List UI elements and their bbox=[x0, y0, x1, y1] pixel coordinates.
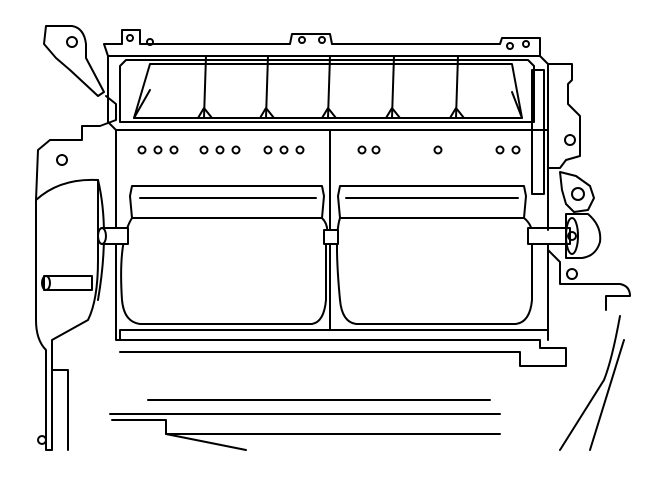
body-outline bbox=[115, 129, 549, 341]
slat-wedge-2 bbox=[259, 107, 275, 119]
left-side-housing bbox=[35, 95, 117, 451]
tab-hole-4 bbox=[318, 36, 326, 44]
rivet-row bbox=[137, 145, 521, 155]
rivet bbox=[279, 145, 289, 155]
rivet bbox=[371, 145, 381, 155]
tab-hole-5 bbox=[506, 42, 514, 50]
rivet bbox=[433, 145, 443, 155]
rivet bbox=[153, 145, 163, 155]
lower-rib-3 bbox=[165, 433, 247, 451]
grille-lower-lip-right bbox=[511, 91, 523, 119]
right-pivot-actuator bbox=[547, 167, 602, 259]
slat-wedge-4 bbox=[385, 107, 401, 119]
right-bracket-hole bbox=[564, 134, 576, 146]
slat-wedge-3 bbox=[321, 107, 337, 119]
rivet bbox=[295, 145, 305, 155]
right-bracket-outline bbox=[547, 63, 581, 169]
tab-hole-3 bbox=[298, 36, 306, 44]
rivet bbox=[199, 145, 209, 155]
right-pivot-shaft bbox=[527, 227, 571, 245]
rivet bbox=[137, 145, 147, 155]
left-top-mount-hole bbox=[66, 36, 78, 48]
left-upper-step bbox=[35, 95, 117, 201]
grille-top-outline bbox=[103, 29, 541, 57]
grille-lower-lip bbox=[133, 89, 151, 119]
left-upper-hole bbox=[56, 154, 68, 166]
left-shaft-stub bbox=[43, 275, 93, 291]
rivet bbox=[215, 145, 225, 155]
left-flap-door bbox=[120, 185, 329, 325]
lower-channel bbox=[111, 419, 501, 435]
rivet bbox=[263, 145, 273, 155]
rivet bbox=[357, 145, 367, 155]
right-flap-top bbox=[337, 185, 527, 219]
right-lower-bracket bbox=[547, 249, 631, 451]
lower-step-shelf bbox=[119, 339, 567, 367]
right-lower-hole bbox=[566, 268, 578, 280]
slat-wedge-1 bbox=[197, 107, 213, 119]
right-flap-body bbox=[336, 217, 534, 325]
right-diagonal-support bbox=[559, 315, 621, 451]
right-diagonal-support-2 bbox=[589, 339, 625, 451]
left-pivot-end bbox=[97, 227, 107, 245]
left-lower-edge bbox=[51, 369, 69, 451]
left-flap-body bbox=[120, 217, 329, 325]
rivet bbox=[495, 145, 505, 155]
left-flap-top bbox=[129, 185, 325, 219]
center-pivot-collar bbox=[323, 229, 339, 245]
right-flap-door bbox=[336, 185, 534, 325]
left-lower-hole bbox=[37, 435, 47, 445]
rivet bbox=[231, 145, 241, 155]
left-shaft-end bbox=[41, 275, 51, 291]
actuator-center bbox=[567, 231, 577, 241]
actuator-hub-ring bbox=[571, 187, 585, 201]
right-vertical-channel bbox=[531, 69, 545, 195]
pivot-shaft bbox=[97, 227, 571, 245]
grille-inner-frame bbox=[119, 59, 535, 123]
actuator-drum bbox=[565, 213, 602, 259]
actuator-drum-face bbox=[565, 217, 579, 255]
tab-hole-1 bbox=[126, 34, 134, 42]
right-side-bracket bbox=[531, 63, 581, 195]
lower-housing bbox=[109, 329, 567, 451]
right-lower-bracket-outline bbox=[547, 249, 631, 311]
tab-hole-6 bbox=[522, 40, 530, 48]
slat-wedge-5 bbox=[449, 107, 465, 119]
actuator-arm bbox=[559, 171, 595, 213]
top-vent-grille bbox=[43, 25, 549, 131]
rivet bbox=[169, 145, 179, 155]
left-cylinder-body bbox=[35, 178, 99, 451]
tab-hole-2 bbox=[146, 38, 154, 46]
rivet bbox=[511, 145, 521, 155]
left-top-mount-tab bbox=[43, 25, 105, 97]
